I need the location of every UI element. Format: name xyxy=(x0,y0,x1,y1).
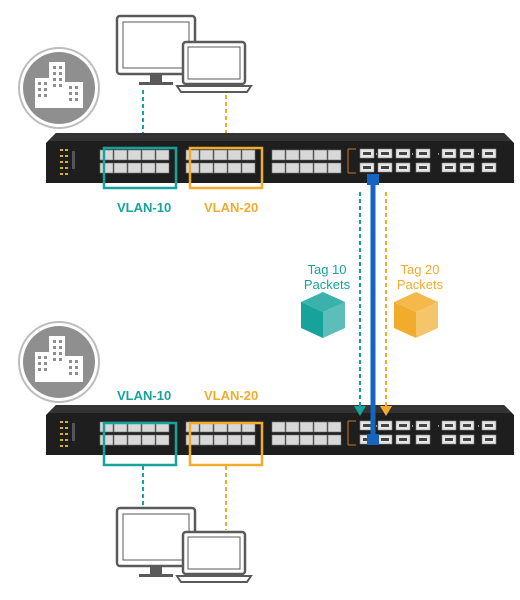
tag10-label: Tag 10 Packets xyxy=(287,262,367,292)
top-vlan10-label: VLAN-10 xyxy=(117,200,172,215)
laptop-icon-top xyxy=(175,40,253,94)
laptop-icon-bottom xyxy=(175,530,253,584)
bottom-switch xyxy=(46,405,514,467)
bottom-vlan20-frame xyxy=(188,421,264,467)
tag10-label-line2: Packets xyxy=(303,277,351,292)
tag20-label: Tag 20 Packets xyxy=(380,262,460,292)
bottom-vlan20-label: VLAN-20 xyxy=(204,388,259,403)
top-vlan10-frame xyxy=(102,146,178,190)
tag20-packet-icon xyxy=(394,292,438,338)
tag10-packet-icon xyxy=(301,292,345,338)
building-icon-top xyxy=(18,47,100,129)
top-vlan20-label: VLAN-20 xyxy=(204,200,259,215)
trunk-connector-bottom xyxy=(367,434,379,445)
bottom-vlan10-label: VLAN-10 xyxy=(117,388,172,403)
top-vlan20-frame xyxy=(188,146,264,190)
bottom-vlan10-frame xyxy=(102,421,178,467)
top-switch xyxy=(46,133,514,190)
building-icon-bottom xyxy=(18,321,100,403)
tag10-arrow xyxy=(354,406,366,416)
tag10-label-line1: Tag 10 xyxy=(307,262,347,277)
tag20-label-line2: Packets xyxy=(396,277,444,292)
tag20-label-line1: Tag 20 xyxy=(400,262,440,277)
tag20-arrow xyxy=(380,406,392,416)
trunk-connector-top xyxy=(367,174,379,185)
